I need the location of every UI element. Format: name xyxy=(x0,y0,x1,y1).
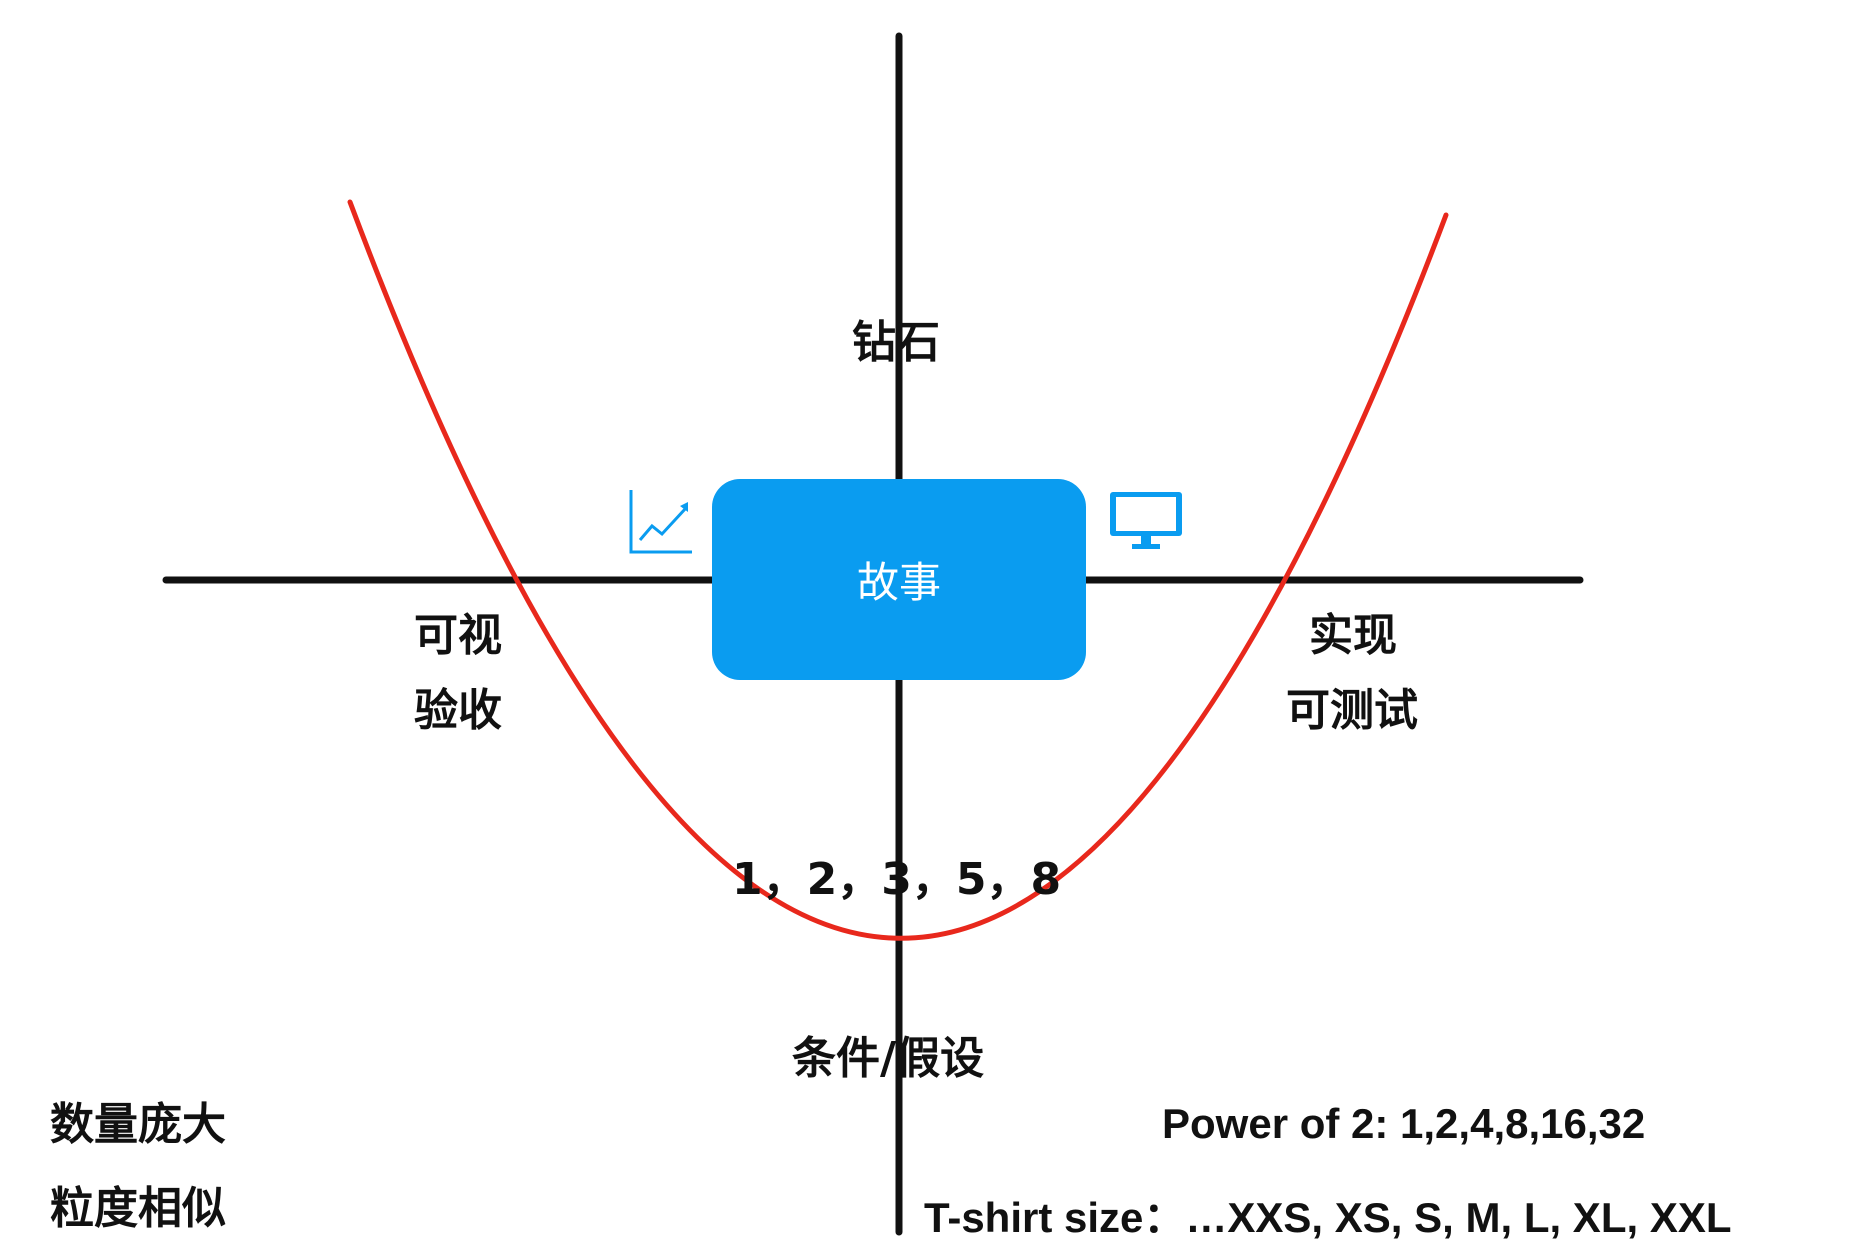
right-label-1: 实现 xyxy=(1309,610,1397,661)
bottom-label: 条件/假设 xyxy=(792,1033,985,1084)
estimate-tshirt-size: T-shirt size：…XXS, XS, S, M, L, XL, XXL xyxy=(924,1194,1732,1241)
story-label: 故事 xyxy=(856,558,941,607)
estimate-power-of-two: Power of 2: 1,2,4,8,16,32 xyxy=(1162,1100,1646,1147)
parabola-curve xyxy=(347,199,1449,941)
story-box: 故事 xyxy=(712,479,1086,680)
left-label-1: 可视 xyxy=(414,610,502,661)
left-label-2: 验收 xyxy=(414,685,502,736)
top-label: 钻石 xyxy=(852,317,940,368)
right-label-2: 可测试 xyxy=(1286,685,1418,736)
sequence-label: 1，2，3，5，8 xyxy=(732,854,1062,905)
note-granularity: 粒度相似 xyxy=(50,1183,226,1234)
note-quantity: 数量庞大 xyxy=(50,1099,226,1150)
line-chart-icon xyxy=(629,490,692,554)
monitor-icon xyxy=(1110,492,1182,549)
